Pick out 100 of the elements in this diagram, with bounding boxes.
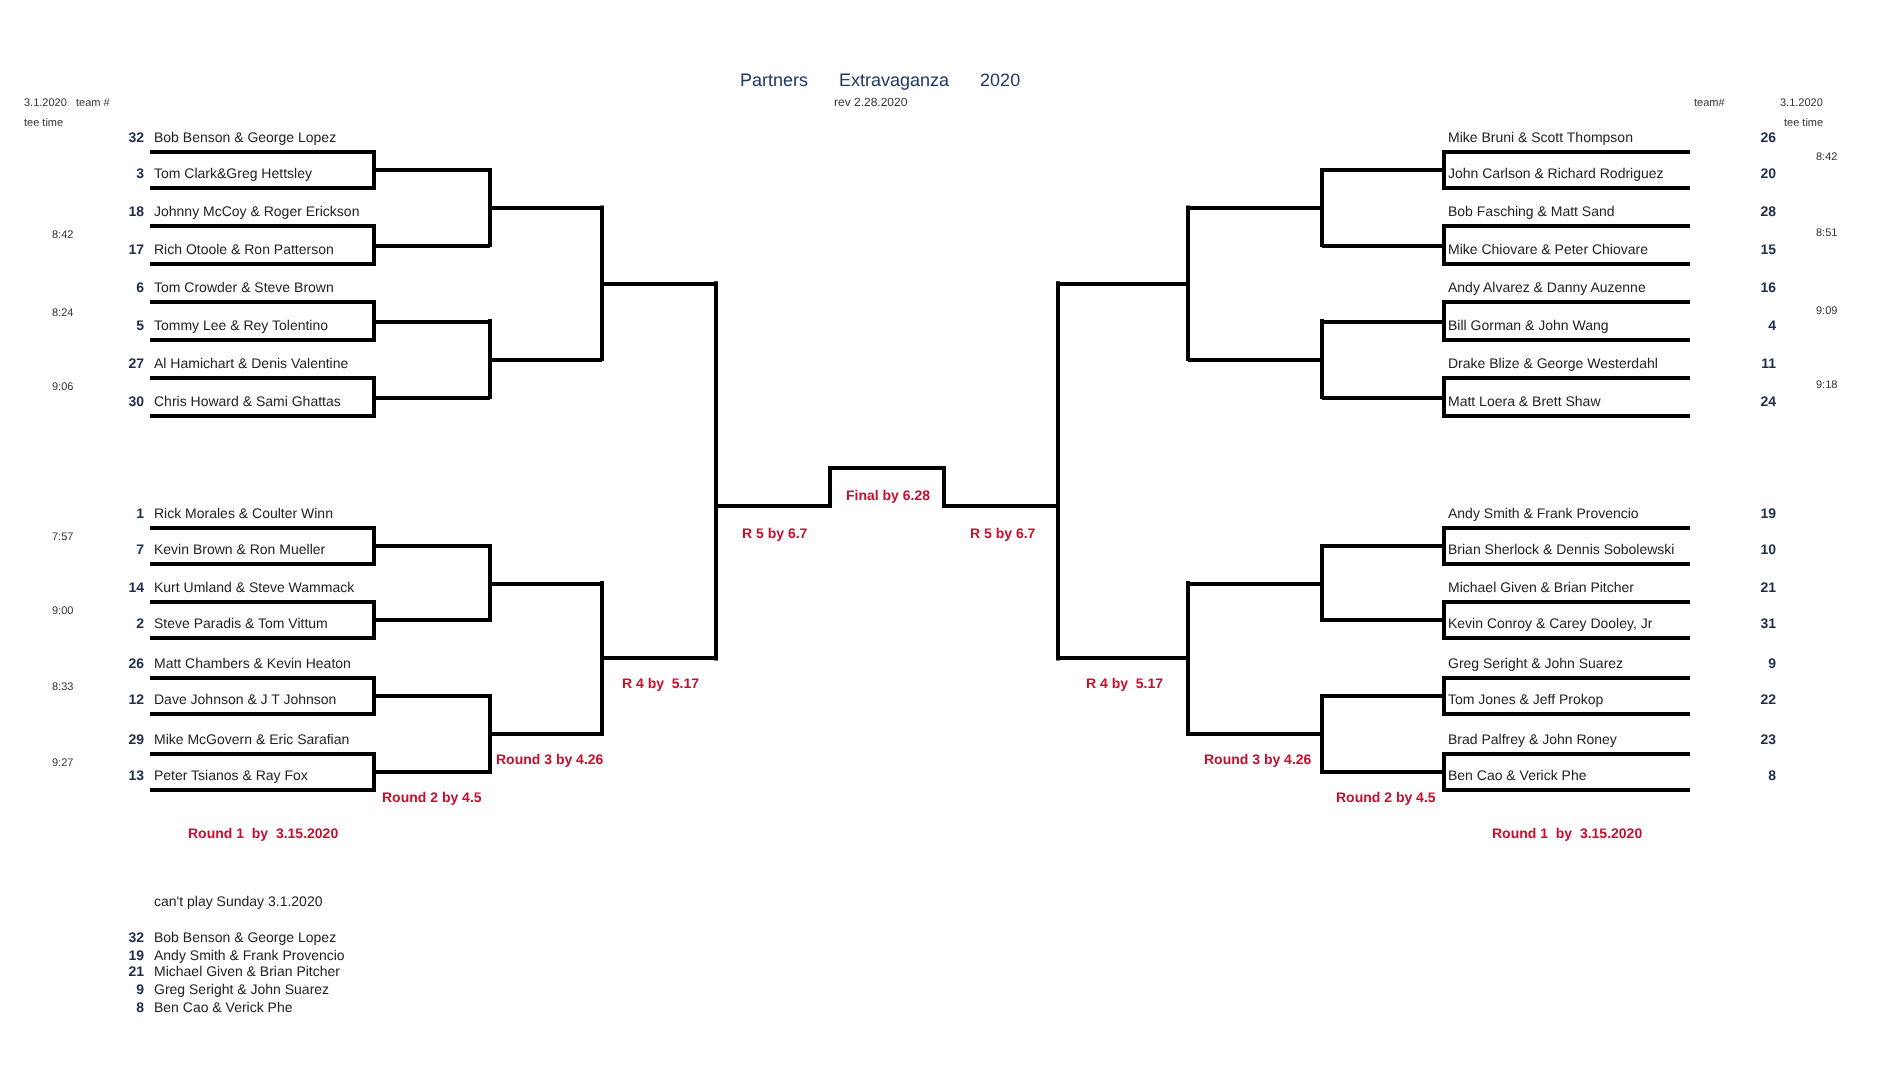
- bracket-connector: [488, 168, 492, 210]
- bracket-line: [1444, 392, 1690, 418]
- bracket-connector: [600, 281, 604, 361]
- bracket-connector: [488, 544, 492, 585]
- bracket-line: [1444, 240, 1690, 266]
- bracket-connector: [600, 656, 604, 736]
- bracket-line: [490, 357, 602, 361]
- bracket-connector: [372, 300, 376, 323]
- bracket-line: [1322, 319, 1444, 323]
- bracket-line: [150, 540, 374, 566]
- bracket-connector: [1442, 376, 1446, 399]
- bracket-line: [374, 319, 490, 323]
- bracket-connector: [372, 168, 376, 190]
- bracket-connector: [1442, 618, 1446, 640]
- bracket-line: [374, 544, 490, 548]
- bracket-connector: [372, 243, 376, 266]
- bracket-line: [1444, 614, 1690, 640]
- bracket-line: [150, 240, 374, 266]
- bracket-line: [150, 654, 374, 680]
- bracket-line: [1188, 732, 1322, 736]
- bracket-connector: [1442, 694, 1446, 716]
- bracket-connector: [1186, 656, 1190, 736]
- bracket-connector: [1320, 732, 1324, 774]
- bracket-connector: [1442, 319, 1446, 342]
- bracket-connector: [372, 618, 376, 640]
- bracket-line: [374, 243, 490, 247]
- bracket-line: [150, 730, 374, 756]
- bracket-line: [490, 581, 602, 585]
- bracket-line: [1444, 578, 1690, 604]
- bracket-line: [490, 205, 602, 210]
- bracket-connector: [1442, 168, 1446, 190]
- bracket-line: [150, 128, 374, 154]
- bracket-line: [1444, 316, 1690, 342]
- bracket-line: [1322, 168, 1444, 172]
- bracket-connector: [1320, 357, 1324, 399]
- bracket-line: [150, 278, 374, 304]
- bracket-line: [150, 354, 374, 380]
- bracket-connector: [600, 205, 604, 286]
- bracket-connector: [1442, 300, 1446, 323]
- bracket-connector: [1320, 694, 1324, 736]
- bracket-connector: [1320, 319, 1324, 361]
- bracket-connector: [714, 281, 718, 508]
- bracket-line: [374, 618, 490, 622]
- bracket-connector: [488, 357, 492, 399]
- bracket-line: [1322, 243, 1444, 247]
- bracket-connector: [1320, 581, 1324, 622]
- bracket-connector: [372, 544, 376, 566]
- bracket-line: [150, 766, 374, 792]
- bracket-line: [150, 690, 374, 716]
- bracket-connector: [1442, 224, 1446, 247]
- bracket-line: [1058, 281, 1188, 286]
- bracket-line: [150, 578, 374, 604]
- bracket-line: [1444, 202, 1690, 228]
- bracket-connector: [372, 224, 376, 247]
- bracket-line: [150, 202, 374, 228]
- bracket-connector: [1442, 243, 1446, 266]
- bracket-line: [944, 504, 1058, 508]
- bracket-connector: [488, 694, 492, 736]
- title: Partners Extravaganza 2020: [740, 70, 1021, 92]
- bracket-line: [1444, 128, 1690, 154]
- bracket-connector: [600, 581, 604, 661]
- bracket-connector: [714, 504, 718, 661]
- bracket-line: [1188, 357, 1322, 361]
- bracket-line: [374, 694, 490, 698]
- bracket-connector: [488, 581, 492, 622]
- bracket-connector: [372, 319, 376, 342]
- bracket-connector: [372, 395, 376, 418]
- bracket-line: [1444, 504, 1690, 530]
- bracket-line: [1444, 540, 1690, 566]
- bracket-line: [150, 504, 374, 530]
- bracket-connector: [1186, 205, 1190, 286]
- bracket-line: [1322, 618, 1444, 622]
- bracket-connector: [1442, 770, 1446, 792]
- bracket-connector: [1320, 168, 1324, 210]
- bracket-line: [1444, 730, 1690, 756]
- bracket-connector: [488, 205, 492, 247]
- bracket-line: [150, 392, 374, 418]
- bracket-line: [1444, 690, 1690, 716]
- bracket-connector: [1442, 544, 1446, 566]
- bracket-line: [1322, 770, 1444, 774]
- bracket-connector: [828, 466, 832, 508]
- bracket-line: [1188, 581, 1322, 585]
- bracket-connector: [372, 694, 376, 716]
- bracket-line: [1444, 278, 1690, 304]
- bracket-line: [1444, 654, 1690, 680]
- bracket-line: [830, 466, 944, 470]
- bracket-connector: [1056, 504, 1060, 661]
- bracket-line: [1322, 544, 1444, 548]
- bracket-line: [150, 164, 374, 190]
- bracket-line: [1444, 164, 1690, 190]
- bracket-connector: [1186, 581, 1190, 661]
- bracket-connector: [942, 466, 946, 508]
- bracket-connector: [1186, 281, 1190, 361]
- bracket-connector: [1320, 544, 1324, 585]
- bracket-line: [1188, 205, 1322, 210]
- bracket-line: [1322, 395, 1444, 399]
- bracket-connector: [1442, 395, 1446, 418]
- bracket-line: [150, 614, 374, 640]
- bracket-line: [150, 316, 374, 342]
- bracket-line: [602, 281, 716, 286]
